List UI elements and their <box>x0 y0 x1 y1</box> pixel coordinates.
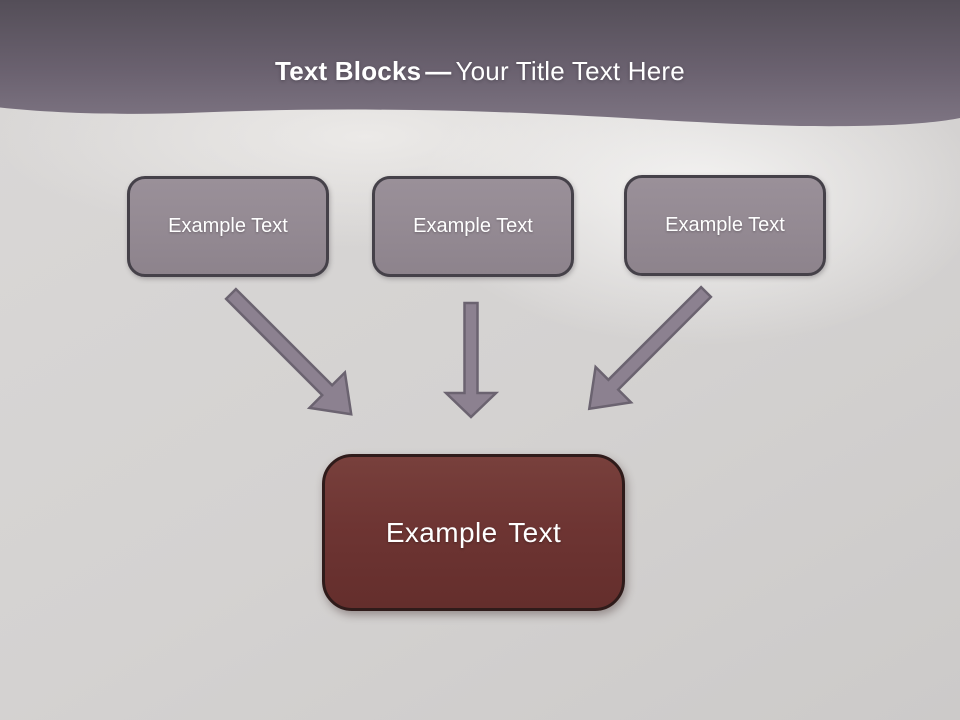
title-topic: Text Blocks <box>275 56 422 86</box>
text-block-1-label: Example Text <box>168 215 288 237</box>
arrow-down-left-icon <box>587 285 713 411</box>
result-block-label: Example Text <box>385 516 562 548</box>
text-block-3-label: Example Text <box>665 214 785 236</box>
header-wave-shape <box>0 0 960 127</box>
header-wave-banner <box>0 0 960 127</box>
result-block: Example Text <box>322 454 625 611</box>
arrow-down-right-icon <box>224 287 353 416</box>
slide-title: Text Blocks—Your Title Text Here <box>0 53 960 89</box>
title-subtitle: Your Title Text Here <box>455 56 685 86</box>
text-block-2: Example Text <box>372 176 574 277</box>
arrow-down-icon <box>442 301 500 419</box>
title-separator: — <box>425 56 452 86</box>
text-block-3: Example Text <box>624 175 826 276</box>
text-block-1: Example Text <box>127 176 329 277</box>
text-block-2-label: Example Text <box>413 215 533 237</box>
